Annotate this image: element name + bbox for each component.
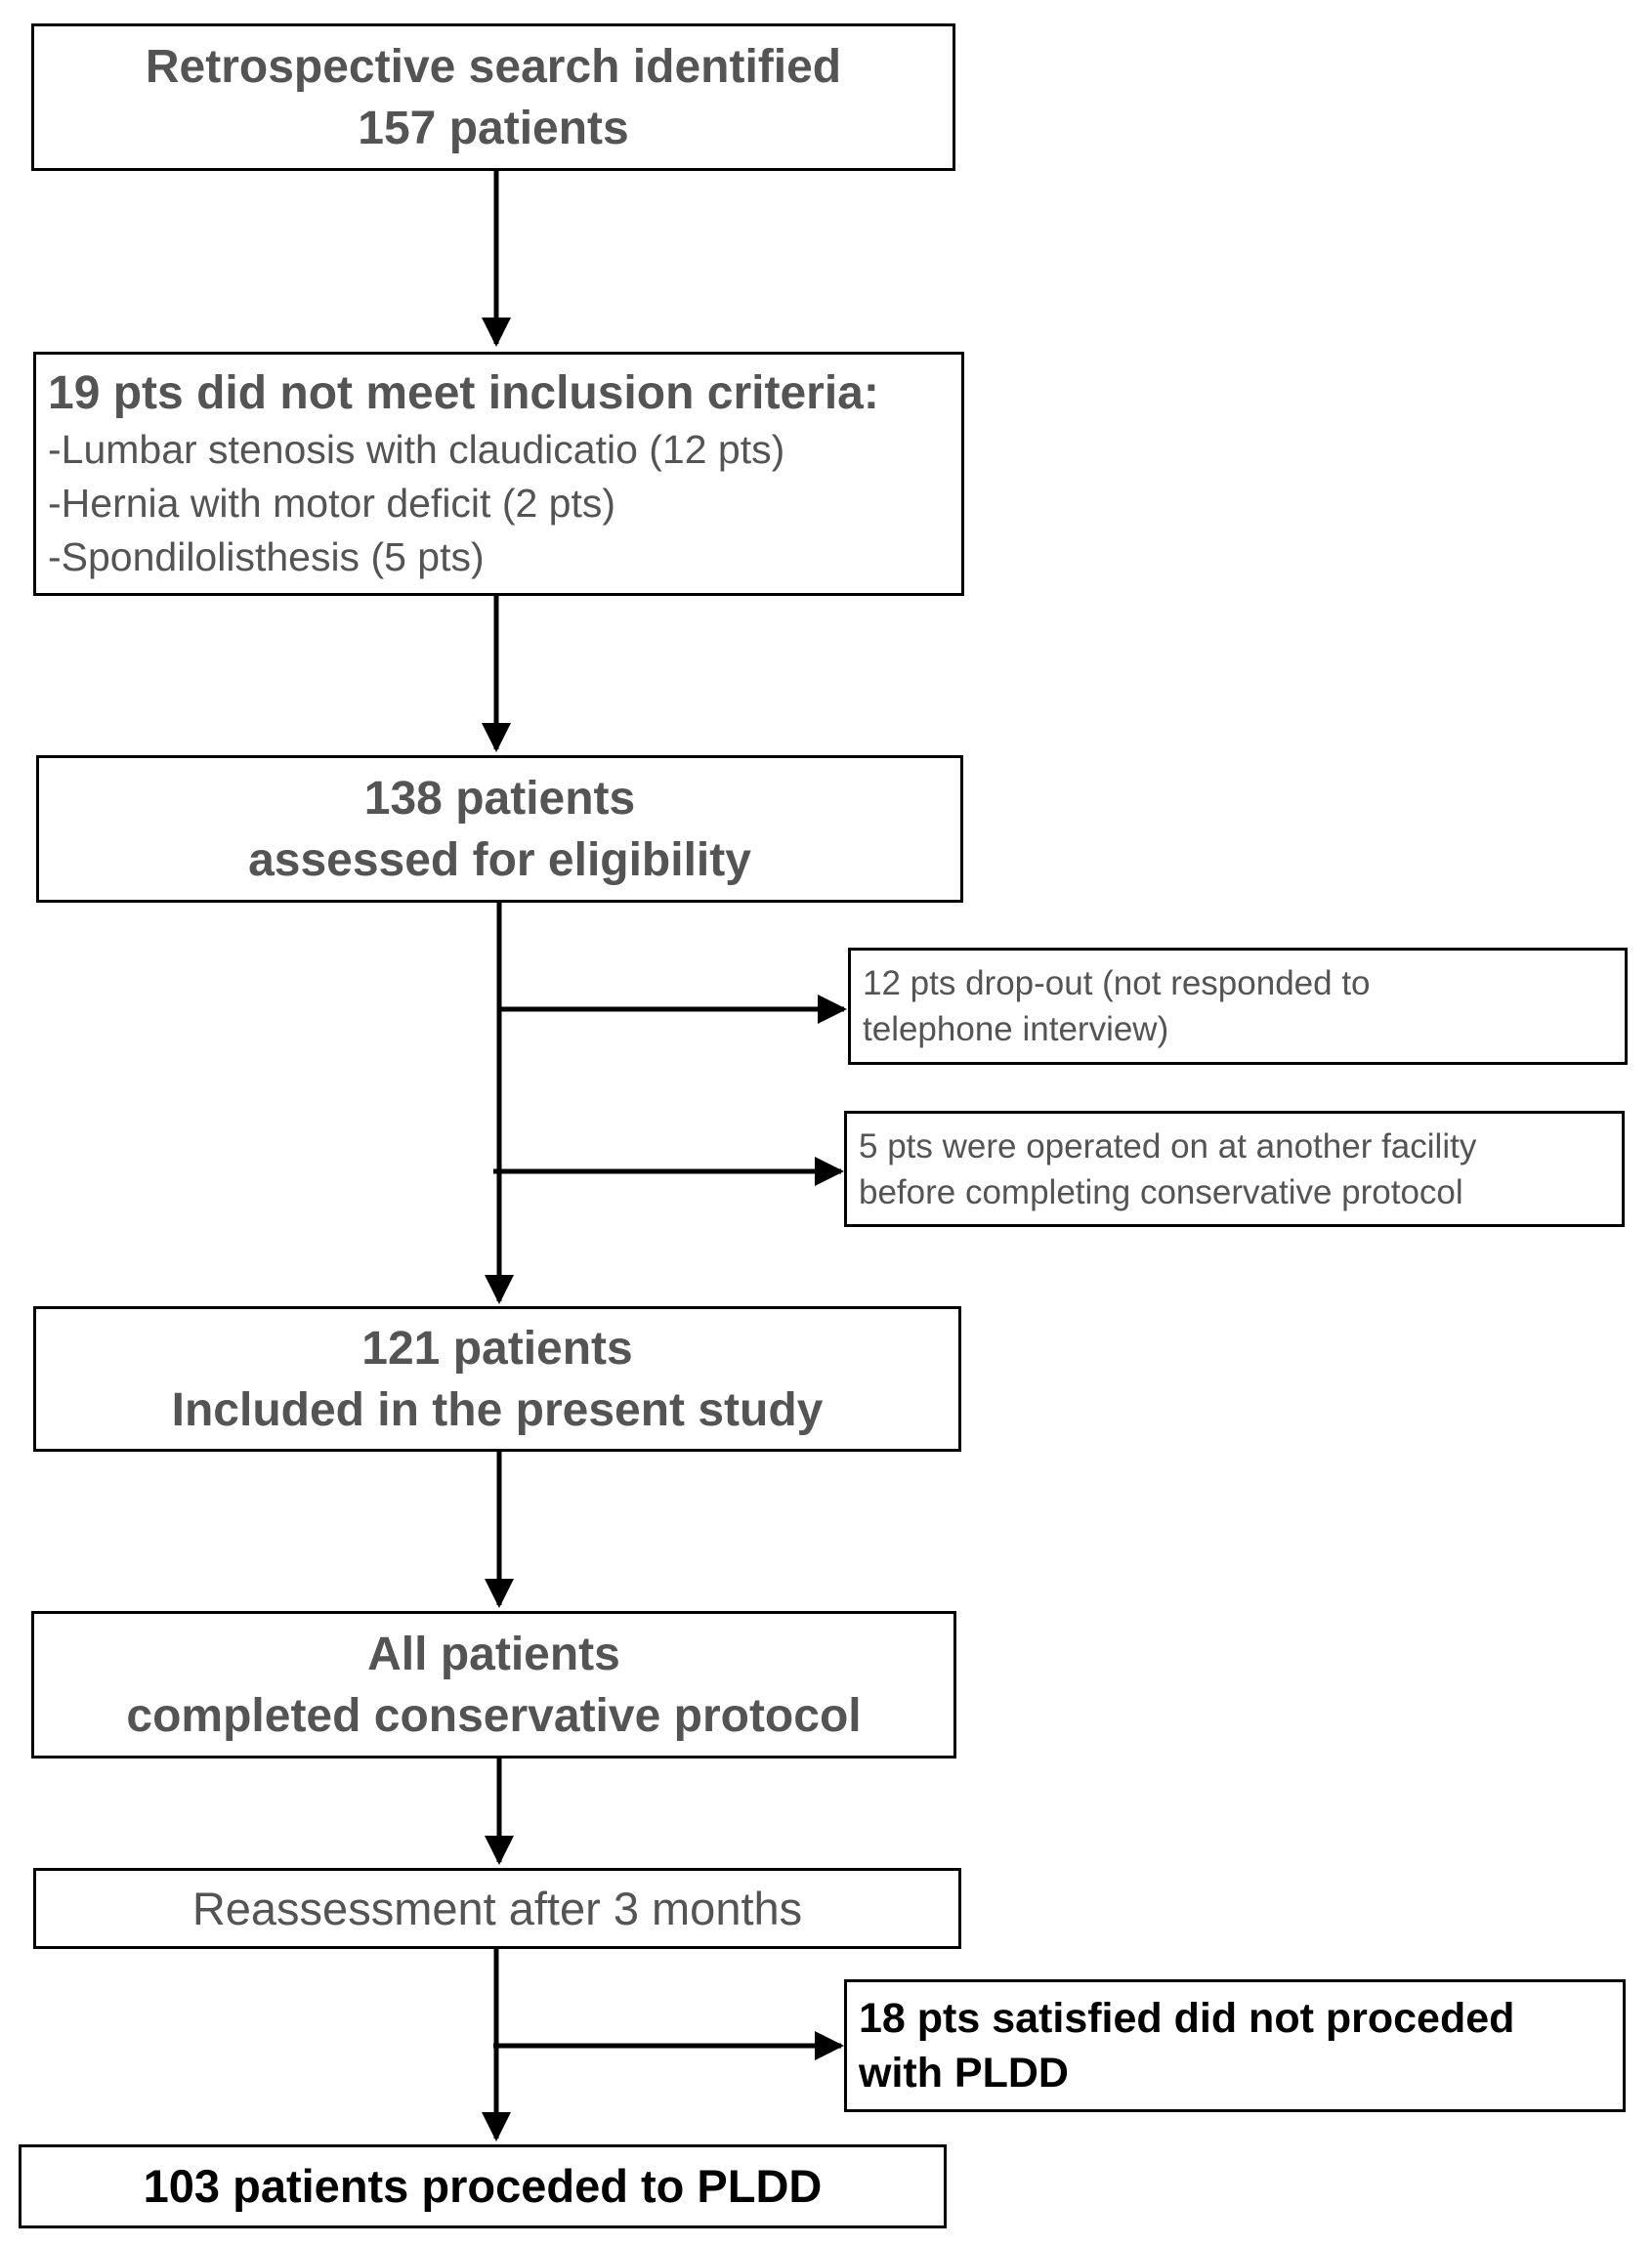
completed-line-1: All patients	[367, 1628, 620, 1680]
completed-box: All patients completed conservative prot…	[31, 1611, 956, 1759]
search-line-1: Retrospective search identified	[145, 40, 842, 93]
dropout-box: 12 pts drop-out (not responded to teleph…	[848, 948, 1628, 1065]
operated-line-2: before completing conservative protocol	[859, 1172, 1463, 1211]
satisfied-box: 18 pts satisfied did not proceded with P…	[844, 1979, 1626, 2112]
dropout-line-1: 12 pts drop-out (not responded to	[863, 964, 1371, 1002]
excluded-item: -Hernia with motor deficit (2 pts)	[48, 481, 616, 526]
included-box: 121 patients Included in the present stu…	[33, 1306, 961, 1452]
excluded-item: -Spondilolisthesis (5 pts)	[48, 534, 485, 579]
reassessment-box: Reassessment after 3 months	[33, 1868, 961, 1949]
completed-line-2: completed conservative protocol	[126, 1689, 862, 1742]
search-box: Retrospective search identified 157 pati…	[31, 23, 955, 171]
excluded-box: 19 pts did not meet inclusion criteria: …	[33, 352, 964, 596]
assessed-line-1: 138 patients	[363, 772, 636, 825]
included-line-1: 121 patients	[361, 1322, 633, 1375]
pldd-text: 103 patients proceded to PLDD	[143, 2160, 823, 2212]
pldd-box: 103 patients proceded to PLDD	[19, 2144, 947, 2228]
assessed-line-2: assessed for eligibility	[248, 833, 751, 886]
included-line-2: Included in the present study	[171, 1383, 824, 1436]
excluded-item: -Lumbar stenosis with claudicatio (12 pt…	[48, 427, 785, 472]
satisfied-line-1: 18 pts satisfied did not proceded	[859, 1995, 1515, 2042]
excluded-title: 19 pts did not meet inclusion criteria:	[48, 367, 879, 419]
operated-line-1: 5 pts were operated on at another facili…	[859, 1126, 1477, 1165]
assessed-box: 138 patients assessed for eligibility	[36, 755, 963, 903]
satisfied-line-2: with PLDD	[859, 2050, 1069, 2097]
dropout-line-2: telephone interview)	[863, 1010, 1169, 1048]
reassessment-text: Reassessment after 3 months	[191, 1883, 803, 1934]
operated-box: 5 pts were operated on at another facili…	[844, 1111, 1625, 1227]
search-line-2: 157 patients	[358, 102, 629, 154]
